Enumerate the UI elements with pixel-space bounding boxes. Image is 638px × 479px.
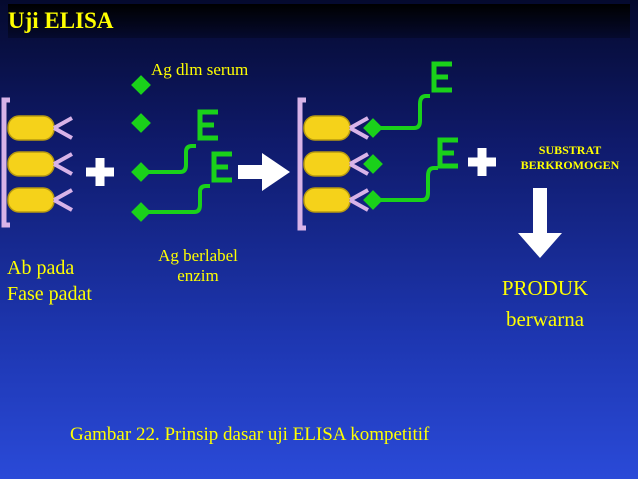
enzyme-e-icon-3 — [431, 61, 452, 93]
label-produk-line2: berwarna — [505, 307, 585, 331]
label-produk-line1: PRODUK — [501, 276, 589, 300]
label-ab-pada-line2: Fase padat — [7, 283, 92, 305]
label-ag-berlabel-line1: Ag berlabel — [158, 246, 238, 265]
antibody-right-1 — [303, 61, 452, 141]
antigen-serum-2 — [131, 113, 151, 133]
figure-caption: Gambar 22. Prinsip dasar uji ELISA kompe… — [70, 424, 430, 445]
label-produk: PRODUK berwarna — [480, 273, 610, 335]
label-ag-serum: Ag dlm serum — [151, 60, 249, 79]
label-ag-berlabel: Ag berlabel enzim — [143, 246, 253, 286]
antigen-serum-group — [131, 75, 151, 133]
solid-phase-right — [297, 61, 458, 231]
slide-title: Uji ELISA — [8, 4, 630, 38]
plus-icon-left — [86, 158, 114, 186]
arrow-right-icon — [238, 153, 290, 191]
solid-phase-left — [1, 97, 73, 228]
antigen-serum-1 — [131, 75, 151, 95]
antibody-left-2 — [7, 151, 73, 177]
label-ab-pada-line1: Ab pada — [7, 257, 75, 279]
arrow-down-icon — [518, 188, 562, 258]
antigen-enzyme-labelled-2 — [131, 151, 232, 222]
label-substrat-line2: BERKROMOGEN — [520, 158, 620, 172]
solid-phase-bracket-left — [1, 97, 10, 228]
antibody-left-1 — [7, 115, 73, 141]
antigen-enzyme-labelled-1 — [131, 109, 218, 182]
label-substrat-line1: SUBSTRAT — [538, 143, 602, 157]
enzyme-e-icon-4 — [437, 137, 458, 169]
antibody-right-2 — [303, 151, 383, 177]
label-substrat: SUBSTRAT BERKROMOGEN — [505, 143, 635, 173]
label-ag-berlabel-line2: enzim — [177, 266, 219, 285]
plus-icon-right — [468, 148, 496, 176]
label-ab-pada: Ab pada Fase padat — [7, 255, 137, 307]
antibody-right-3 — [303, 137, 458, 213]
enzyme-e-icon-2 — [211, 151, 232, 183]
enzyme-e-icon-1 — [197, 109, 218, 141]
solid-phase-bracket-right — [297, 97, 306, 231]
antibody-left-3 — [7, 187, 73, 213]
